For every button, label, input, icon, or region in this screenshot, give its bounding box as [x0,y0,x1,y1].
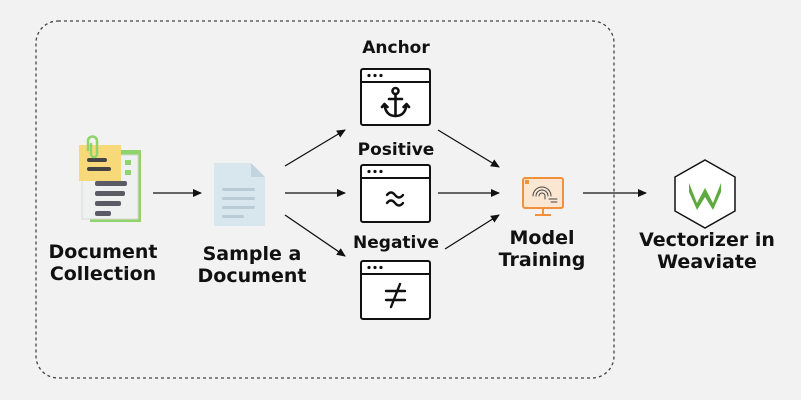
negative-window [360,260,431,320]
sample-document-label: Sample a Document [197,243,307,287]
flow-arrows [153,129,647,257]
anchor-icon [380,86,411,118]
process-boundary [35,20,615,379]
weaviate-logo-icon [674,159,736,229]
positive-window [360,164,431,223]
positive-label: Positive [357,140,435,160]
negative-label: Negative [353,233,439,253]
not-equal-icon [384,282,407,309]
arrow-sample-to-negative [284,214,346,257]
anchor-label: Anchor [362,38,430,58]
document-collection-label: Document Collection [48,241,158,285]
arrow-anchor-to-training [437,129,500,168]
document-icon [214,163,265,226]
arrow-negative-to-training [444,214,500,250]
monitor-fingerprint-icon [522,177,564,216]
model-training-label: Model Training [498,227,586,271]
approximately-equal-icon [385,191,405,207]
document-stack-icon [79,135,141,222]
anchor-window [360,68,431,126]
vectorizer-label: Vectorizer in Weaviate [639,229,775,273]
arrow-sample-to-anchor [284,129,346,167]
